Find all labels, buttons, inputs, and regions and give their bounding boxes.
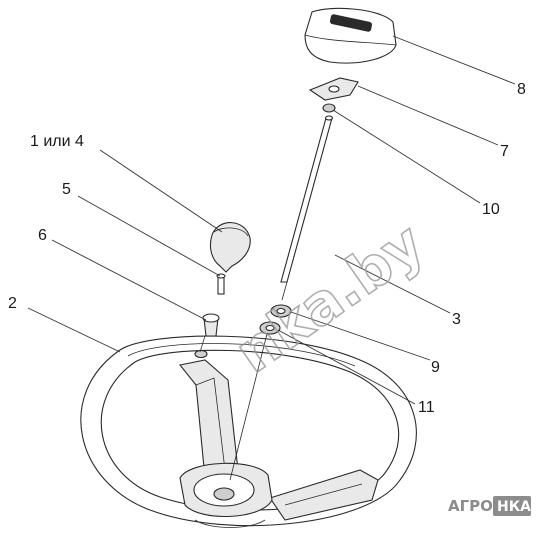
- leader-lines: [27, 35, 516, 405]
- callout-11: 11: [418, 399, 435, 416]
- knob: [209, 222, 251, 273]
- callout-5: 5: [62, 181, 71, 198]
- logo-box: [493, 496, 531, 516]
- steering-wheel: [80, 335, 417, 528]
- brand-logo: АГРО НКА: [448, 496, 531, 516]
- callout-3: 3: [452, 311, 461, 328]
- washer: [259, 321, 281, 335]
- callout-1-or-4: 1 или 4: [30, 133, 84, 150]
- column-rod: [280, 115, 334, 301]
- bracket: [308, 77, 359, 101]
- callout-10: 10: [482, 201, 500, 218]
- callout-9: 9: [431, 359, 440, 376]
- nut: [270, 304, 292, 318]
- top-nut: [322, 103, 336, 113]
- callout-7: 7: [500, 143, 509, 160]
- bushing: [194, 313, 220, 359]
- horn-cover: [304, 7, 397, 64]
- callout-8: 8: [517, 81, 526, 98]
- logo-left-text: АГРО: [448, 497, 493, 515]
- callout-6: 6: [38, 227, 47, 244]
- knob-pin: [216, 273, 226, 295]
- callout-2: 2: [8, 295, 17, 312]
- horn-logo-plate: [329, 14, 373, 32]
- callout-labels: 1 или 4 2 3 5 6 7 8 9 10 11: [8, 81, 526, 416]
- shaft-centerline: [229, 329, 269, 481]
- logo-right-text: НКА: [497, 499, 531, 515]
